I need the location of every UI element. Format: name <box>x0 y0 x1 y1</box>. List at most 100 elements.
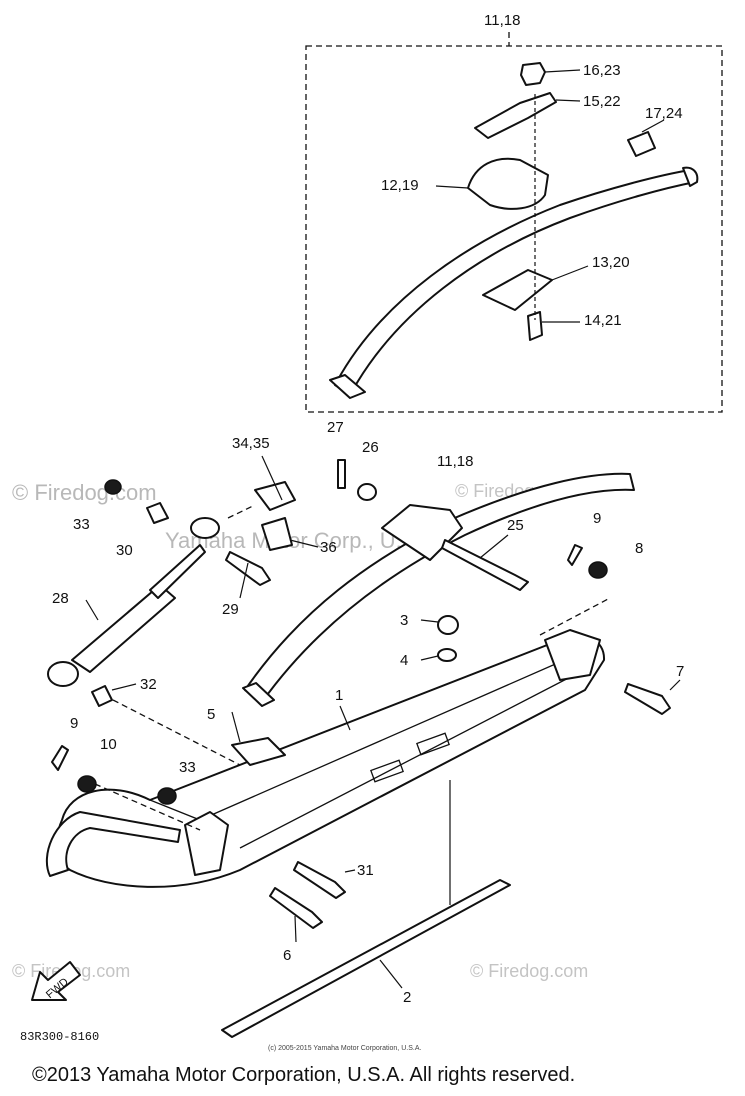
leader-1 <box>339 705 351 731</box>
leader-32 <box>111 683 137 691</box>
leader-12 <box>435 185 469 189</box>
collar-26 <box>357 483 377 501</box>
callout-9-top: 9 <box>593 510 601 527</box>
spring-plate-13 <box>482 269 553 311</box>
leader-16 <box>544 69 581 73</box>
copyright-notice: ©2013 Yamaha Motor Corporation, U.S.A. A… <box>32 1064 575 1086</box>
ski-front-bracket <box>184 811 229 876</box>
leader-5 <box>231 711 241 743</box>
watermark-brand: © Firedog.com <box>12 480 157 505</box>
leader-2 <box>379 959 403 989</box>
bolt-25 <box>441 539 529 591</box>
callout-labels: 11,18 16,23 15,22 17,24 12,19 13,20 14,2… <box>52 12 684 1006</box>
spring-end-left <box>329 374 366 399</box>
callout-17-24: 17,24 <box>645 105 683 122</box>
assembly-line-10 <box>94 783 201 831</box>
callout-32: 32 <box>140 676 157 693</box>
leader-28 <box>85 599 99 621</box>
bushing-36 <box>261 517 293 551</box>
callout-26: 26 <box>362 439 379 456</box>
assembly-line-32 <box>112 699 241 766</box>
callout-11-18: 11,18 <box>437 453 473 470</box>
bolt-14 <box>527 311 543 341</box>
leader-13 <box>551 265 589 281</box>
callout-13-20: 13,20 <box>592 254 630 271</box>
ski-slot-1 <box>370 759 404 783</box>
shock-upper-eye <box>190 517 220 539</box>
callout-16-23: 16,23 <box>583 62 621 79</box>
wear-bar <box>221 879 511 1038</box>
nut-33-lower <box>157 787 177 805</box>
callout-1: 1 <box>335 687 343 704</box>
leader-17 <box>641 119 665 133</box>
ski-assembly-group <box>45 459 671 1038</box>
callout-9-lower: 9 <box>70 715 78 732</box>
collar-32 <box>91 685 113 707</box>
assembly-line-29 <box>227 504 256 519</box>
cotter-pin-9-lower <box>51 745 69 771</box>
callout-28: 28 <box>52 590 69 607</box>
leader-29 <box>239 562 249 599</box>
leader-31 <box>344 869 356 873</box>
leader-3 <box>420 619 439 623</box>
nut-33-top <box>104 479 122 495</box>
callout-2: 2 <box>403 989 411 1006</box>
callout-31: 31 <box>357 862 374 879</box>
callout-33-lower: 33 <box>179 759 196 776</box>
lower-spring-end-left <box>242 682 275 707</box>
clip-plate-15 <box>474 92 557 139</box>
callout-29: 29 <box>222 601 239 618</box>
callout-33-top: 33 <box>73 516 90 533</box>
callout-10: 10 <box>100 736 117 753</box>
ski-slot-2 <box>416 732 450 756</box>
leader-34 <box>261 455 283 501</box>
bolt-7 <box>624 683 671 715</box>
shock-lower-eye <box>47 661 79 687</box>
assembly-box <box>305 45 723 413</box>
callout-25: 25 <box>507 517 524 534</box>
leader-4 <box>420 655 439 661</box>
callout-12-19: 12,19 <box>381 177 419 194</box>
bolt-31 <box>293 861 346 899</box>
collar-17 <box>627 131 656 157</box>
shock-absorber-body <box>71 584 176 673</box>
callout-27: 27 <box>327 419 344 436</box>
callout-4: 4 <box>400 652 408 669</box>
callout-15-22: 15,22 <box>583 93 621 110</box>
forward-arrow-icon <box>31 961 81 1001</box>
small-credit: (c) 2005-2015 Yamaha Motor Corporation, … <box>268 1045 421 1052</box>
forward-arrow: FWD <box>31 961 81 1001</box>
spring-end-right <box>682 166 699 187</box>
clip-34 <box>254 481 296 511</box>
ski-rear-bracket <box>544 629 601 681</box>
callout-30: 30 <box>116 542 133 559</box>
leader-25 <box>479 534 509 559</box>
callout-14-21: 14,21 <box>584 312 622 329</box>
diagram-code: 83R300-8160 <box>20 1030 99 1044</box>
watermark-brand-bottom-right: © Firedog.com <box>470 961 588 981</box>
nut-10 <box>77 775 97 793</box>
leader-36 <box>289 539 319 548</box>
nut-8 <box>588 561 608 579</box>
collar-30 <box>146 502 169 524</box>
ski-bottom-line <box>239 671 581 849</box>
ski-handle-loop <box>45 811 181 877</box>
callout-3: 3 <box>400 612 408 629</box>
cotter-pin-9-top <box>567 544 583 566</box>
callout-36: 36 <box>320 539 337 556</box>
nut-3 <box>437 615 459 635</box>
callout-5: 5 <box>207 706 215 723</box>
spring-assembly-group <box>305 32 723 413</box>
leaf-spring-lower <box>244 472 635 703</box>
callout-7: 7 <box>676 663 684 680</box>
bolt-6 <box>269 887 323 929</box>
callout-34-35: 34,35 <box>232 435 270 452</box>
leader-7 <box>669 679 681 691</box>
washer-4 <box>437 648 457 662</box>
leader-15 <box>555 99 581 102</box>
shock-absorber-rod <box>149 544 206 599</box>
pin-27 <box>337 459 346 489</box>
callout-6: 6 <box>283 947 291 964</box>
